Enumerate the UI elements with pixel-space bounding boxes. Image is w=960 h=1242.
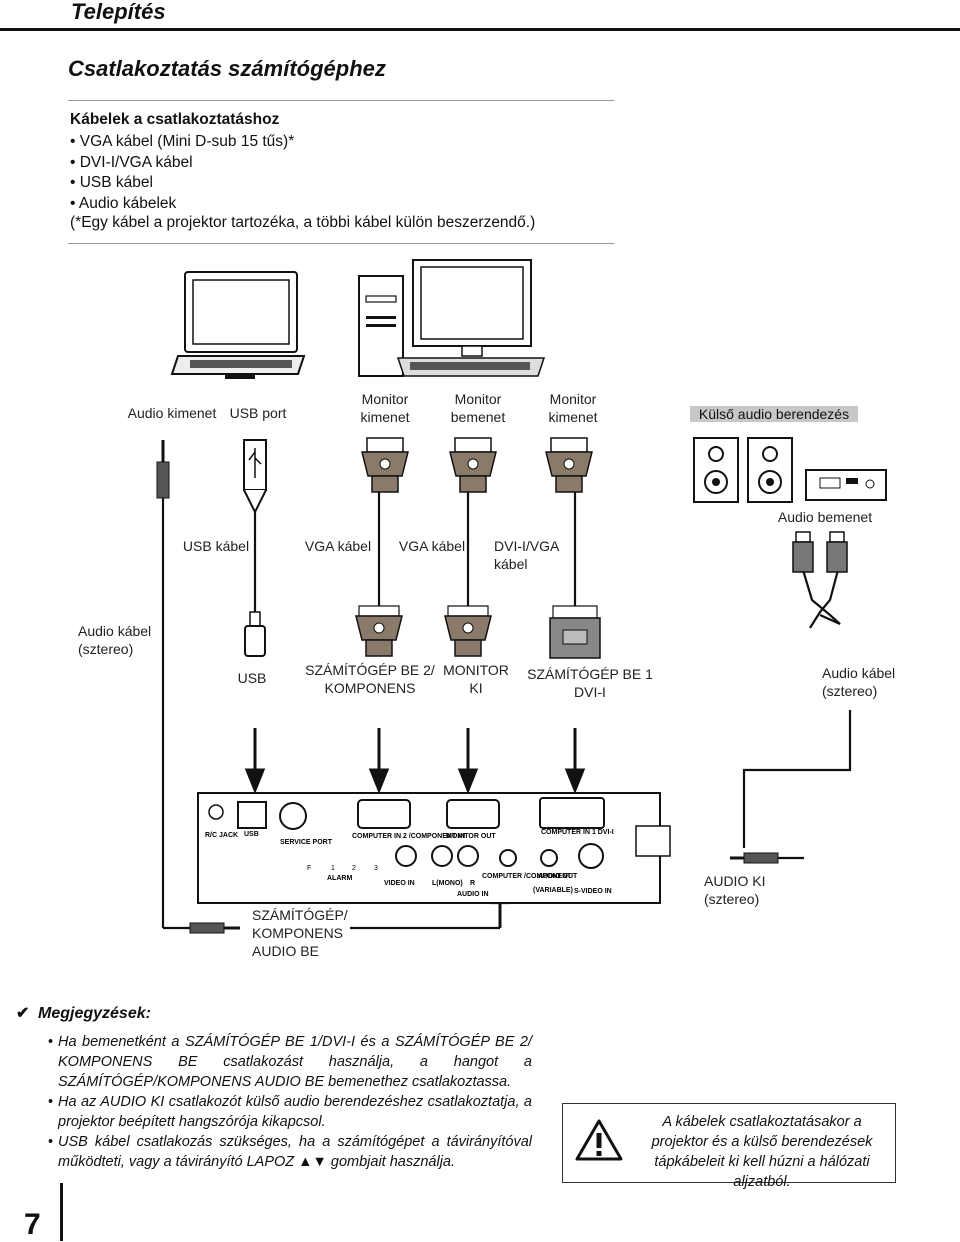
label-ext-audio: Külső audio berendezés [690,406,858,422]
label-monitor-in: Monitor bemenet [450,391,506,425]
label-audio-out: Audio kimenet [127,405,217,421]
checkmark-icon: ✔ [16,1005,30,1022]
bullet-icon: • [48,1094,54,1110]
vga-connector-icon [449,437,497,493]
panel-label: USB [244,831,259,838]
cable-lines [161,492,841,930]
header-rule [0,28,960,31]
warning-icon [575,1119,623,1161]
label-audio-out-port: AUDIO KI (sztereo) [704,873,766,907]
rca-plug-icon [826,531,848,573]
desktop-tower-icon [358,275,404,377]
cables-title: Kábelek a csatlakoztatáshoz [70,111,280,128]
panel-label: COMPUTER IN 1 DVI-I [541,829,614,836]
speaker-icon [747,437,793,503]
bullet-icon: • [48,1034,54,1050]
label-usb-cable: USB kábel [182,538,250,554]
panel-label: SERVICE PORT [280,839,333,846]
label-audio-in: Audio bemenet [777,509,873,525]
note-item: •Ha az AUDIO KI csatlakozót külső audio … [48,1094,532,1130]
panel-label: F [307,865,311,872]
rca-plug-icon [792,531,814,573]
usb-plug-icon [243,439,267,515]
label-monitor-out-port: MONITOR KI [443,662,509,696]
label-dvi-vga-cable: DVI-I/VGA kábel [494,538,559,572]
laptop-icon [170,271,306,379]
cables-list: • VGA kábel (Mini D-sub 15 tűs)* • DVI-I… [70,132,294,214]
panel-label: COMPUTER IN 2 /COMPONENT IN [352,833,465,840]
panel-label: 3 [374,865,378,872]
header-title: Telepítés [71,0,166,24]
panel-label: 2 [352,865,356,872]
projector-panel: R/C JACK USB SERVICE PORT COMPUTER IN 2 … [197,792,671,904]
vga-connector-icon [355,605,403,657]
label-vga-cable-1: VGA kábel [304,538,372,554]
cable-item: • USB kábel [70,174,153,191]
panel-label: ALARM [327,875,352,882]
cables-box: Kábelek a csatlakoztatáshoz • VGA kábel … [68,100,614,244]
label-monitor-out-1: Monitor kimenet [360,391,410,425]
label-computer-in-2: SZÁMÍTÓGÉP BE 2/ KOMPONENS [305,662,435,696]
panel-label: (VARIABLE) [533,887,573,894]
vga-connector-icon [361,437,409,493]
label-audio-cable-left: Audio kábel (sztereo) [78,623,152,657]
notes-title: ✔Megjegyzések: [16,1005,151,1022]
label-monitor-out-2: Monitor kimenet [548,391,598,425]
cable-item: • VGA kábel (Mini D-sub 15 tűs)* [70,133,295,150]
panel-label: R/C JACK [205,832,238,839]
label-audio-cable-right: Audio kábel (sztereo) [822,665,896,699]
label-computer-audio-in: SZÁMÍTÓGÉP/ KOMPONENS AUDIO BE [252,907,348,959]
dvi-connector-icon [549,605,601,659]
section-title: Csatlakoztatás számítógéphez [68,56,386,81]
panel-label: AUDIO IN [457,891,489,898]
warning-box: A kábelek csatlakoztatásakor a projektor… [562,1103,896,1190]
panel-label: S-VIDEO IN [574,888,612,895]
label-usb-port: USB port [229,405,287,421]
page-header: Telepítés [0,0,960,31]
cable-item: • DVI-I/VGA kábel [70,153,193,171]
panel-label: 1 [331,865,335,872]
panel-label: L(MONO) [432,880,463,887]
label-vga-cable-2: VGA kábel [398,538,466,554]
vga-connector-icon [444,605,492,657]
usb-b-plug-icon [244,611,266,657]
audio-plug-icon [189,922,240,934]
label-computer-in-1: SZÁMÍTÓGÉP BE 1 DVI-I [527,666,653,700]
panel-label: VIDEO IN [384,880,415,887]
page-number: 7 [24,1208,41,1241]
panel-label: MONITOR OUT [446,833,496,840]
monitor-icon [396,259,546,377]
arrow-down-icon [244,728,586,795]
vga-connector-icon [545,437,593,493]
cables-note: (*Egy kábel a projektor tartozéka, a töb… [70,214,536,231]
arrow-icon [742,710,852,848]
panel-label: COMPUTER /COMPONENT [482,873,572,880]
panel-label: R [470,880,475,887]
notes-list: •Ha bemenetként a SZÁMÍTÓGÉP BE 1/DVI-I … [20,1032,532,1172]
cable-item: • Audio kábelek [70,194,177,212]
connection-diagram: R/C JACK USB SERVICE PORT COMPUTER IN 2 … [156,259,887,934]
bullet-icon: • [48,1134,54,1150]
panel-label: AUDIO OUT [538,873,578,880]
note-item: •Ha bemenetként a SZÁMÍTÓGÉP BE 1/DVI-I … [48,1034,532,1090]
label-usb: USB [237,670,267,686]
audio-plug-icon [156,440,170,499]
audio-plug-icon [730,852,804,864]
note-item: •USB kábel csatlakozás szükséges, ha a s… [48,1134,532,1170]
page-rule [60,1183,63,1241]
warning-text: A kábelek csatlakoztatásakor a projektor… [651,1114,873,1190]
speaker-icon [693,437,739,503]
amplifier-icon [805,469,887,501]
